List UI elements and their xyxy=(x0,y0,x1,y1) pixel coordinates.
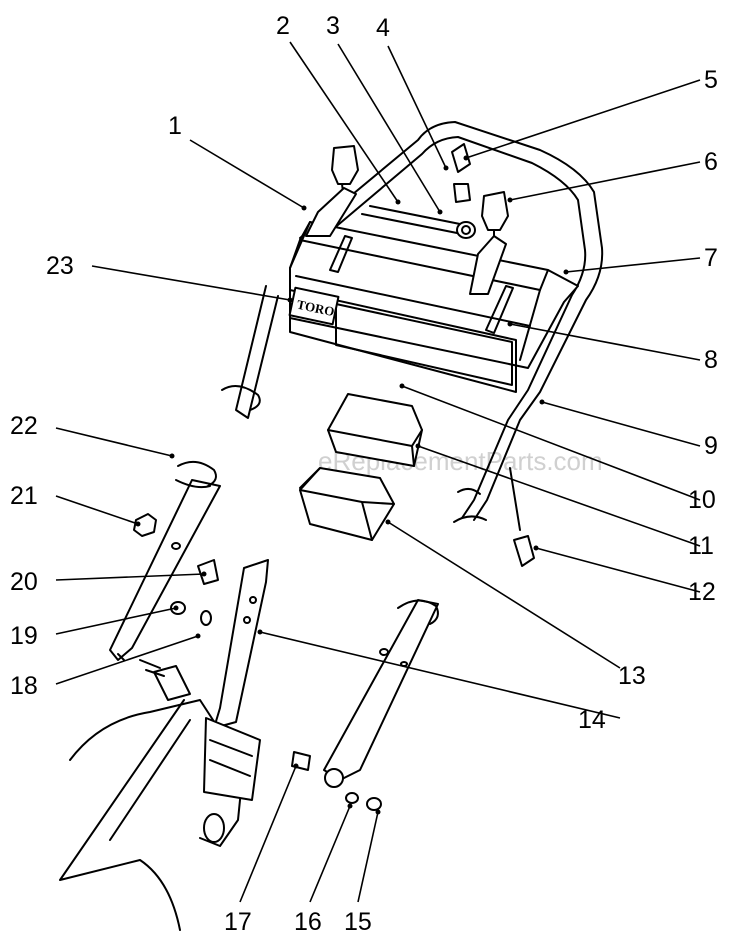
callout-14: 14 xyxy=(578,706,606,734)
callout-8: 8 xyxy=(704,346,718,374)
callout-2: 2 xyxy=(276,12,290,40)
callout-3: 3 xyxy=(326,12,340,40)
callout-7: 7 xyxy=(704,244,718,272)
callout-16: 16 xyxy=(294,908,322,936)
module-boxes xyxy=(299,393,423,541)
callout-20: 20 xyxy=(10,568,38,596)
control-panel: TORO xyxy=(288,205,579,393)
throttle-lever-left xyxy=(305,145,359,237)
callout-21: 21 xyxy=(10,482,38,510)
throttle-lever-right xyxy=(469,191,509,295)
callout-13: 13 xyxy=(618,662,646,690)
leader-lines xyxy=(55,41,701,903)
callout-1: 1 xyxy=(168,112,182,140)
callout-23: 23 xyxy=(46,252,74,280)
callout-19: 19 xyxy=(10,622,38,650)
callout-9: 9 xyxy=(704,432,718,460)
callout-6: 6 xyxy=(704,148,718,176)
wire-plug xyxy=(509,467,535,567)
callout-10: 10 xyxy=(688,486,716,514)
callout-18: 18 xyxy=(10,672,38,700)
handle-bracket xyxy=(213,559,269,729)
callout-22: 22 xyxy=(10,412,38,440)
lower-handle-left xyxy=(109,460,221,661)
deck-housing xyxy=(59,659,261,931)
callout-15: 15 xyxy=(344,908,372,936)
callout-11: 11 xyxy=(688,532,714,560)
callout-4: 4 xyxy=(376,14,390,42)
hardware xyxy=(133,513,382,811)
callout-17: 17 xyxy=(224,908,252,936)
callout-labels: 1 2 3 4 5 6 7 8 9 10 11 12 13 14 15 16 1… xyxy=(10,12,718,936)
key-switch-parts xyxy=(451,143,476,239)
callout-12: 12 xyxy=(688,578,716,606)
lower-handle-right xyxy=(323,599,439,788)
callout-5: 5 xyxy=(704,66,718,94)
